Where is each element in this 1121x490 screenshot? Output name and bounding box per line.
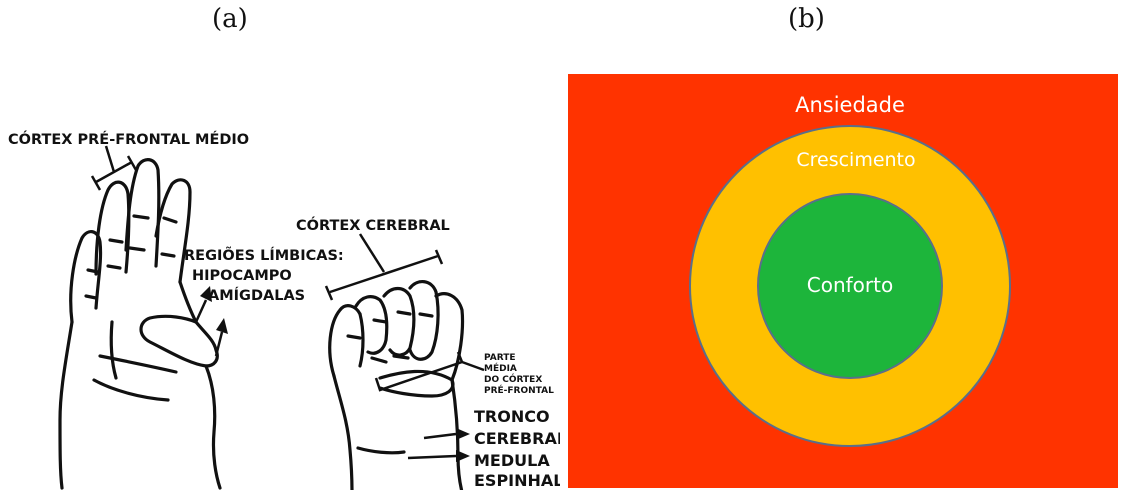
label-mid-prefrontal-1: PARTE <box>484 353 516 363</box>
label-spinal-cord-2: ESPINHAL <box>474 471 560 490</box>
growth-label: Crescimento <box>796 149 915 171</box>
zones-diagram: Ansiedade Crescimento Conforto <box>568 74 1118 488</box>
open-hand-drawing <box>60 160 220 488</box>
label-cerebral-cortex: CÓRTEX CEREBRAL <box>296 216 450 234</box>
anxiety-label: Ansiedade <box>795 93 905 117</box>
hand-model-diagram: CÓRTEX PRÉ-FRONTAL MÉDIO REGIÕES LÍMBICA… <box>0 60 560 490</box>
label-limbic-regions: REGIÕES LÍMBICAS: <box>184 246 344 264</box>
comfort-label: Conforto <box>807 273 893 297</box>
caption-b: (b) <box>788 4 825 34</box>
caption-a: (a) <box>212 4 248 34</box>
label-brainstem-2: CEREBRAL <box>474 429 560 448</box>
label-mid-prefrontal-3: DO CÓRTEX <box>484 373 542 385</box>
label-mid-prefrontal-2: MÉDIA <box>484 362 517 374</box>
label-spinal-cord-1: MEDULA <box>474 451 550 470</box>
label-prefrontal-cortex: CÓRTEX PRÉ-FRONTAL MÉDIO <box>8 130 249 148</box>
label-amygdalae: AMÍGDALAS <box>208 287 305 304</box>
hand-model-svg: CÓRTEX PRÉ-FRONTAL MÉDIO REGIÕES LÍMBICA… <box>0 60 560 490</box>
label-mid-prefrontal-4: PRÉ-FRONTAL <box>484 384 554 396</box>
label-hippocampus: HIPOCAMPO <box>192 268 292 284</box>
label-brainstem-1: TRONCO <box>474 407 550 426</box>
zones-svg: Ansiedade Crescimento Conforto <box>568 74 1118 488</box>
